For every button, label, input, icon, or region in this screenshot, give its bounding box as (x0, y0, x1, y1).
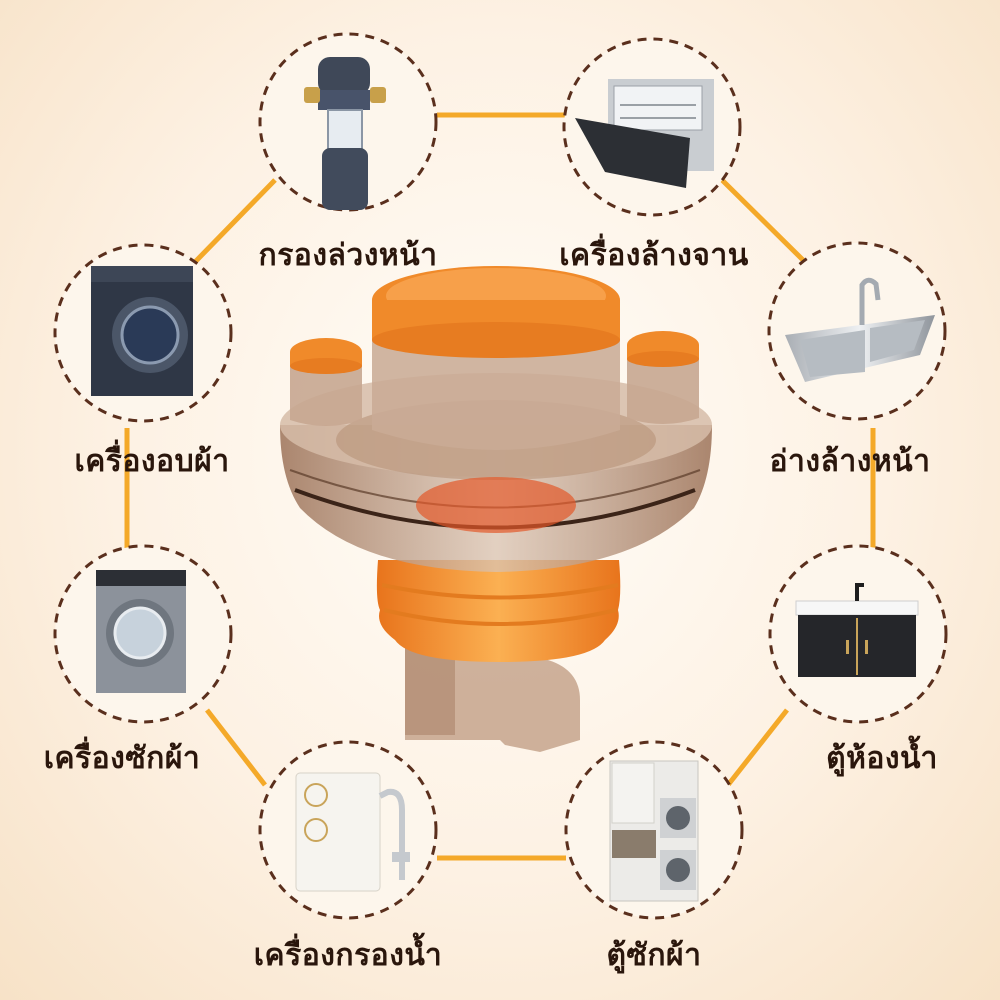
dryer-item (53, 243, 233, 423)
label-water-purifier: เครื่องกรองน้ำ (253, 938, 443, 973)
pre-filter-icon (304, 57, 386, 210)
washing-machine-item (53, 544, 233, 724)
label-dryer: เครื่องอบผ้า (74, 444, 230, 479)
dryer-icon (91, 266, 193, 396)
product-image (280, 266, 712, 752)
bathroom-cabinet-icon (795, 583, 919, 677)
label-laundry-cabinet: ตู้ซักผ้า (606, 938, 702, 973)
washing-machine-icon (96, 570, 186, 693)
label-bathroom-cabinet: ตู้ห้องน้ำ (826, 741, 938, 776)
wash-basin-item (767, 241, 947, 421)
pre-filter-item (258, 32, 438, 212)
sink-icon (785, 277, 935, 382)
bathroom-cabinet-item (768, 544, 948, 724)
water-purifier-item (258, 740, 438, 920)
label-pre-filter: กรองล่วงหน้า (258, 238, 438, 273)
label-washing-machine: เครื่องซักผ้า (43, 741, 201, 776)
laundry-cabinet-item (564, 740, 744, 920)
label-wash-basin: อ่างล้างหน้า (769, 444, 931, 479)
dishwasher-icon (575, 79, 714, 188)
label-dishwasher: เครื่องล้างจาน (559, 238, 749, 273)
laundry-cabinet-icon (609, 760, 699, 902)
dishwasher-item (562, 37, 742, 217)
connector-lines (124, 112, 876, 861)
water-purifier-icon (295, 772, 410, 892)
